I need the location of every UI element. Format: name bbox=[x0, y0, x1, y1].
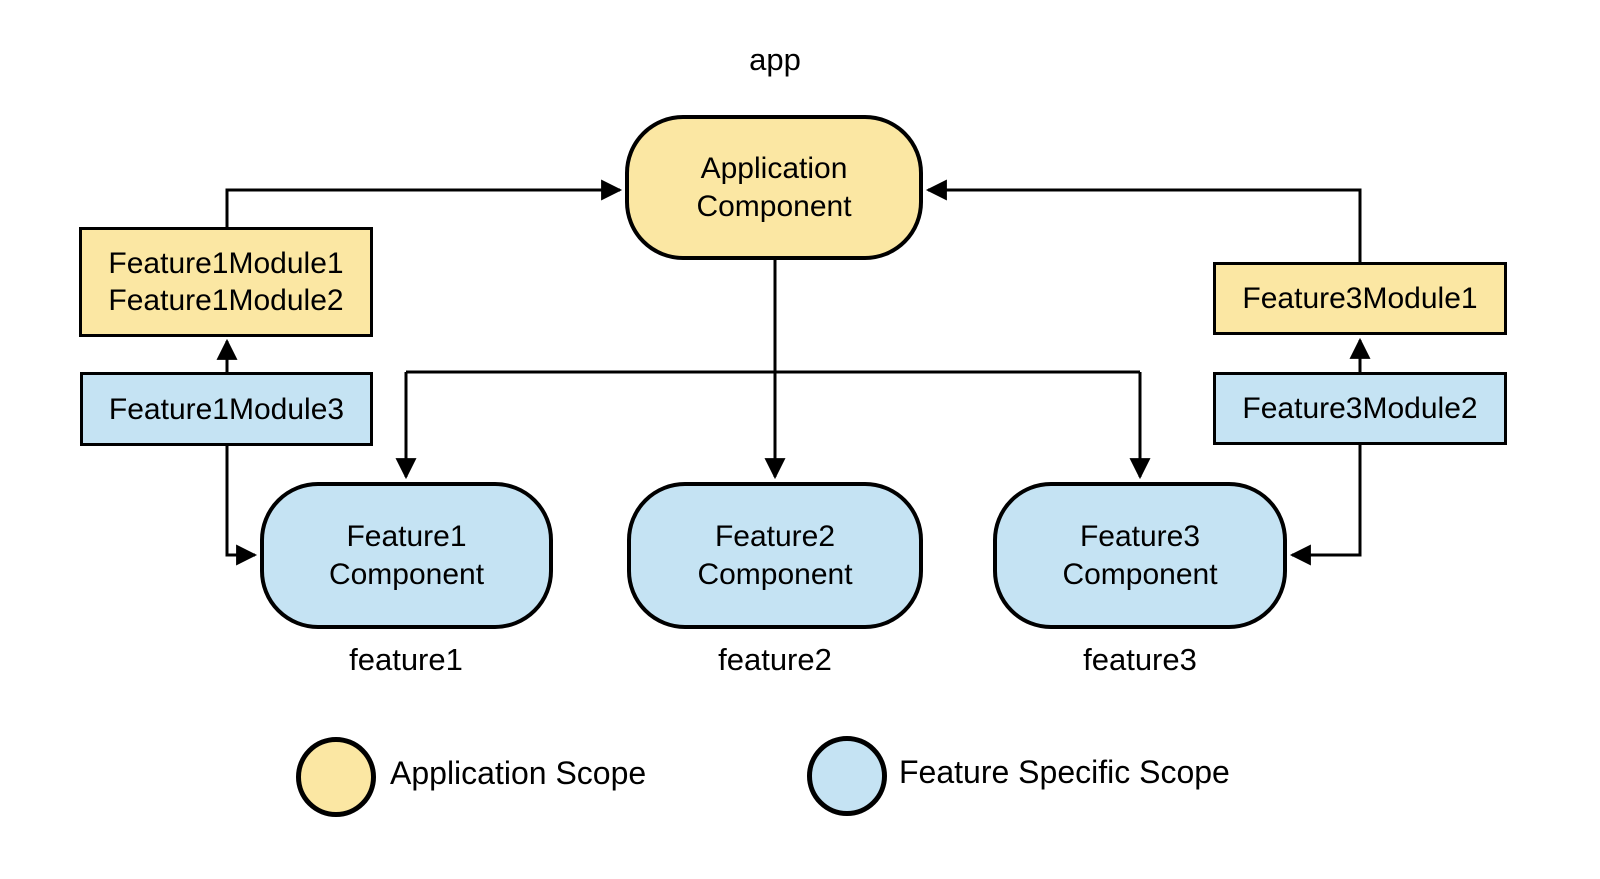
edge-feature3module2-to-feature3component bbox=[1289, 445, 1362, 566]
node-feature3-module1: Feature3Module1 bbox=[1213, 262, 1507, 335]
edge-feature3module1-to-app bbox=[925, 179, 1362, 262]
application-scope-swatch-icon bbox=[296, 737, 376, 817]
node-feature2-component: Feature2 Component bbox=[627, 482, 923, 629]
node-feature3-component: Feature3 Component bbox=[993, 482, 1287, 629]
feature3-scope-label: feature3 bbox=[1083, 642, 1197, 677]
edge-feature1module3-to-feature1component bbox=[225, 446, 258, 566]
edge-app-trunk bbox=[406, 259, 1140, 374]
legend-application-scope-label: Application Scope bbox=[390, 754, 647, 791]
legend-feature-scope-label: Feature Specific Scope bbox=[899, 753, 1230, 790]
feature2-scope-label: feature2 bbox=[718, 642, 832, 677]
node-feature1-component: Feature1 Component bbox=[260, 482, 553, 629]
node-feature3-module2: Feature3Module2 bbox=[1213, 372, 1507, 445]
node-feature1-modules: Feature1Module1 Feature1Module2 bbox=[79, 227, 373, 337]
feature-scope-swatch-icon bbox=[807, 736, 887, 816]
node-feature1-module3: Feature1Module3 bbox=[80, 372, 373, 446]
node-application-component: Application Component bbox=[625, 115, 923, 260]
feature1-scope-label: feature1 bbox=[349, 642, 463, 677]
edge-feature1modules-to-app bbox=[225, 179, 623, 227]
app-scope-label: app bbox=[749, 42, 801, 77]
